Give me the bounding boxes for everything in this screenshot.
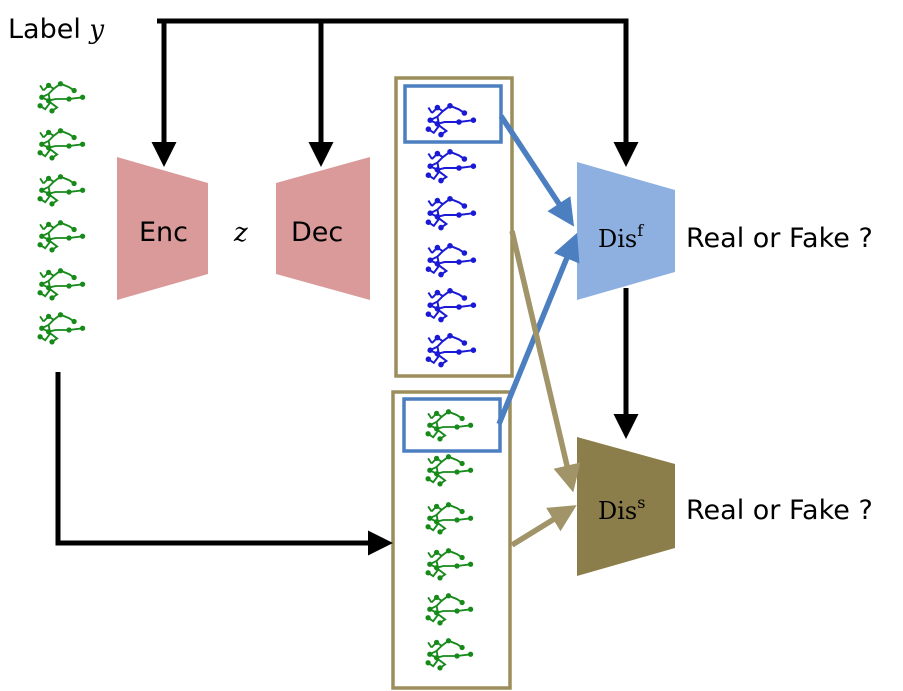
input-sequence	[36, 80, 86, 346]
input-skeleton	[36, 80, 86, 115]
real-skeleton	[424, 408, 474, 443]
input-skeleton	[36, 219, 86, 254]
encoder-block: Enc	[117, 157, 208, 300]
input-skeleton	[36, 311, 86, 346]
dis-frame-block: Disf	[577, 162, 675, 300]
input-skeleton	[36, 173, 86, 208]
real-frame-highlight	[402, 397, 502, 453]
real-skeleton	[424, 547, 474, 582]
sequence-arrows	[509, 230, 581, 548]
generated-skeleton	[425, 102, 477, 138]
dis-sequence-label: Diss	[598, 493, 645, 525]
label-y-text: Label y	[8, 14, 104, 45]
generated-skeleton	[425, 242, 477, 278]
input-skeleton	[36, 127, 86, 162]
real-sequence-box	[391, 390, 512, 690]
input-skeleton	[36, 267, 86, 302]
generated-skeleton	[425, 287, 477, 323]
generated-sequence	[394, 76, 514, 378]
generated-skeleton	[425, 195, 477, 231]
real-skeleton	[424, 637, 474, 672]
generated-skeleton	[425, 148, 477, 184]
generated-skeleton	[425, 332, 477, 368]
encoder-label: Enc	[139, 217, 188, 248]
input-to-real-arrow	[55, 372, 393, 556]
label-arrows	[151, 18, 639, 167]
dis-sequence-block: Diss	[577, 437, 675, 576]
generated-frame-highlight	[403, 84, 503, 144]
real-sequence	[391, 390, 512, 690]
dis-sequence-output: Real or Fake ?	[686, 495, 873, 526]
real-skeleton	[424, 592, 474, 627]
real-skeleton	[424, 501, 474, 536]
generated-sequence-box	[394, 76, 514, 378]
latent-z: z	[233, 218, 248, 248]
dis-frame-label: Disf	[598, 221, 644, 253]
real-skeleton	[424, 453, 474, 488]
decoder-label: Dec	[291, 217, 343, 248]
decoder-block: Dec	[276, 157, 370, 300]
dis-frame-output: Real or Fake ?	[686, 223, 873, 254]
